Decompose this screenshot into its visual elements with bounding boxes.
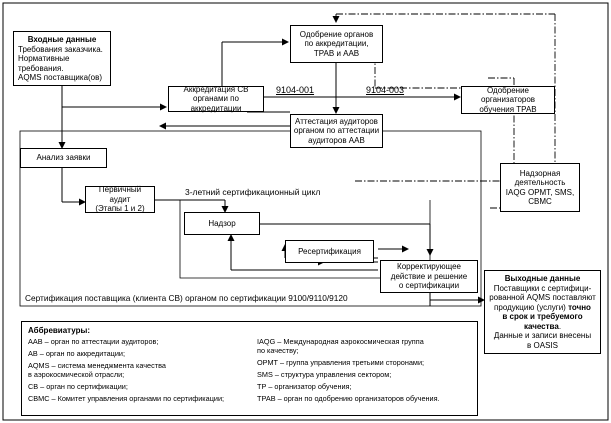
node-line: о сертификации bbox=[398, 281, 460, 291]
abbreviations-box: Аббревиатуры: ААВ – орган по аттестации … bbox=[21, 321, 478, 416]
input-line: AQMS поставщика(ов) bbox=[18, 73, 103, 82]
node-line: Ресертификация bbox=[298, 246, 361, 256]
node-line: Аттестация аудиторов bbox=[295, 116, 378, 126]
output-emphasis: качества bbox=[523, 321, 559, 331]
output-line: в OASIS bbox=[527, 340, 558, 350]
input-data-box: Входные данные Требования заказчика. Нор… bbox=[13, 31, 111, 86]
node-approval: Одобрение органов по аккредитации, ТРАВ … bbox=[290, 25, 383, 63]
node-line: Одобрение органов bbox=[299, 29, 374, 39]
node-line: органом по аттестации bbox=[293, 126, 380, 136]
node-line: Одобрение организаторов bbox=[480, 85, 536, 105]
output-line: качества. bbox=[524, 322, 561, 332]
label-9104-003: 9104-003 bbox=[366, 85, 405, 95]
node-analysis: Анализ заявки bbox=[20, 148, 107, 168]
input-data-title: Входные данные bbox=[27, 35, 97, 44]
node-recertification: Ресертификация bbox=[285, 240, 374, 263]
abbreviations-left-column: ААВ – орган по аттестации аудиторов; АВ … bbox=[28, 337, 224, 403]
abbreviations-title: Аббревиатуры: bbox=[28, 326, 91, 335]
label-certification: Сертификация поставщика (клиента СВ) орг… bbox=[25, 293, 348, 303]
abbreviation-entry: ААВ – орган по аттестации аудиторов; bbox=[28, 337, 159, 346]
output-emphasis-line: в срок и требуемого bbox=[502, 312, 583, 321]
abbreviations-right-column: IAQG – Международная аэрокосмическая гру… bbox=[257, 337, 440, 403]
input-line: Нормативные требования. bbox=[18, 54, 70, 73]
abbreviation-entry: ТРАВ – орган по одобрению организаторов … bbox=[257, 394, 440, 403]
flow-arrows bbox=[58, 38, 485, 306]
label-9104-001: 9104-001 bbox=[276, 85, 315, 95]
node-line: Корректирующее bbox=[397, 262, 461, 272]
certification-frame bbox=[19, 130, 482, 307]
output-line: продукцию (услуги) точно bbox=[494, 303, 591, 313]
abbreviation-entry: по качеству; bbox=[257, 346, 299, 355]
node-line: ТРАВ и ААВ bbox=[313, 48, 360, 58]
node-line: CBMC bbox=[528, 197, 552, 206]
node-line: Надзор bbox=[208, 218, 236, 228]
node-corrective: Корректирующее действие и решение о серт… bbox=[380, 260, 478, 293]
node-accreditation: Аккредитация СВ органами по аккредитации bbox=[168, 84, 264, 113]
node-line: Надзорная bbox=[519, 168, 561, 178]
output-line: рованной AQMS поставляют bbox=[489, 293, 596, 302]
node-trainers: Одобрение организаторов обучения ТРАВ bbox=[461, 86, 555, 114]
abbreviation-entry: СВ – орган по сертификации; bbox=[28, 382, 128, 391]
node-line: Анализ заявки bbox=[36, 153, 91, 163]
node-oversight: Надзорная деятельность IAQG OPMT, SMS, C… bbox=[500, 163, 580, 212]
node-initial-audit: Первичный аудит (Этапы 1 и 2) bbox=[85, 185, 155, 214]
output-line: Поставщики с сертифици- bbox=[493, 283, 592, 293]
abbreviation-entry: в аэрокосмической отрасли; bbox=[28, 370, 125, 379]
abbreviation-entry: SMS – структура управления сектором; bbox=[257, 370, 392, 379]
node-line: Аккредитация СВ bbox=[183, 84, 249, 94]
abbreviation-entry: AQMS – система менеджмента качества bbox=[28, 361, 166, 370]
node-surveillance: Надзор bbox=[184, 212, 260, 235]
node-line: (Этапы 1 и 2) bbox=[95, 204, 145, 214]
node-line: аудиторов ААВ bbox=[308, 135, 365, 145]
output-line: Данные и записи внесены bbox=[493, 331, 592, 340]
output-data-title: Выходные данные bbox=[504, 274, 581, 283]
node-line: обучения ТРАВ bbox=[479, 104, 537, 114]
node-line: деятельность bbox=[514, 178, 566, 187]
output-text: продукцию (услуги) bbox=[494, 302, 569, 312]
abbreviation-entry: IAQG – Международная аэрокосмическая гру… bbox=[257, 337, 424, 346]
label-cycle: 3-летний сертификационный цикл bbox=[185, 187, 321, 197]
node-line: действие и решение bbox=[390, 271, 468, 281]
output-emphasis: точно bbox=[568, 302, 591, 312]
node-line: органами по аккредитации bbox=[190, 94, 242, 113]
abbreviation-entry: АВ – орган по аккредитации; bbox=[28, 349, 126, 358]
node-line: Первичный аудит bbox=[98, 185, 142, 204]
output-text: . bbox=[558, 321, 562, 331]
abbreviation-entry: ОРМТ – группа управления третьими сторон… bbox=[257, 358, 425, 367]
abbreviation-entry: СВМС – Комитет управления органами по се… bbox=[28, 394, 225, 403]
node-auditors: Аттестация аудиторов органом по аттестац… bbox=[290, 114, 383, 148]
abbreviation-entry: ТР – организатор обучения; bbox=[257, 382, 352, 391]
input-line: Требования заказчика. bbox=[18, 44, 103, 54]
output-data-box: Выходные данные Поставщики с сертифици- … bbox=[484, 270, 601, 354]
node-line: по аккредитации, bbox=[304, 39, 369, 49]
node-line: IAQG OPMT, SMS, bbox=[505, 187, 575, 197]
